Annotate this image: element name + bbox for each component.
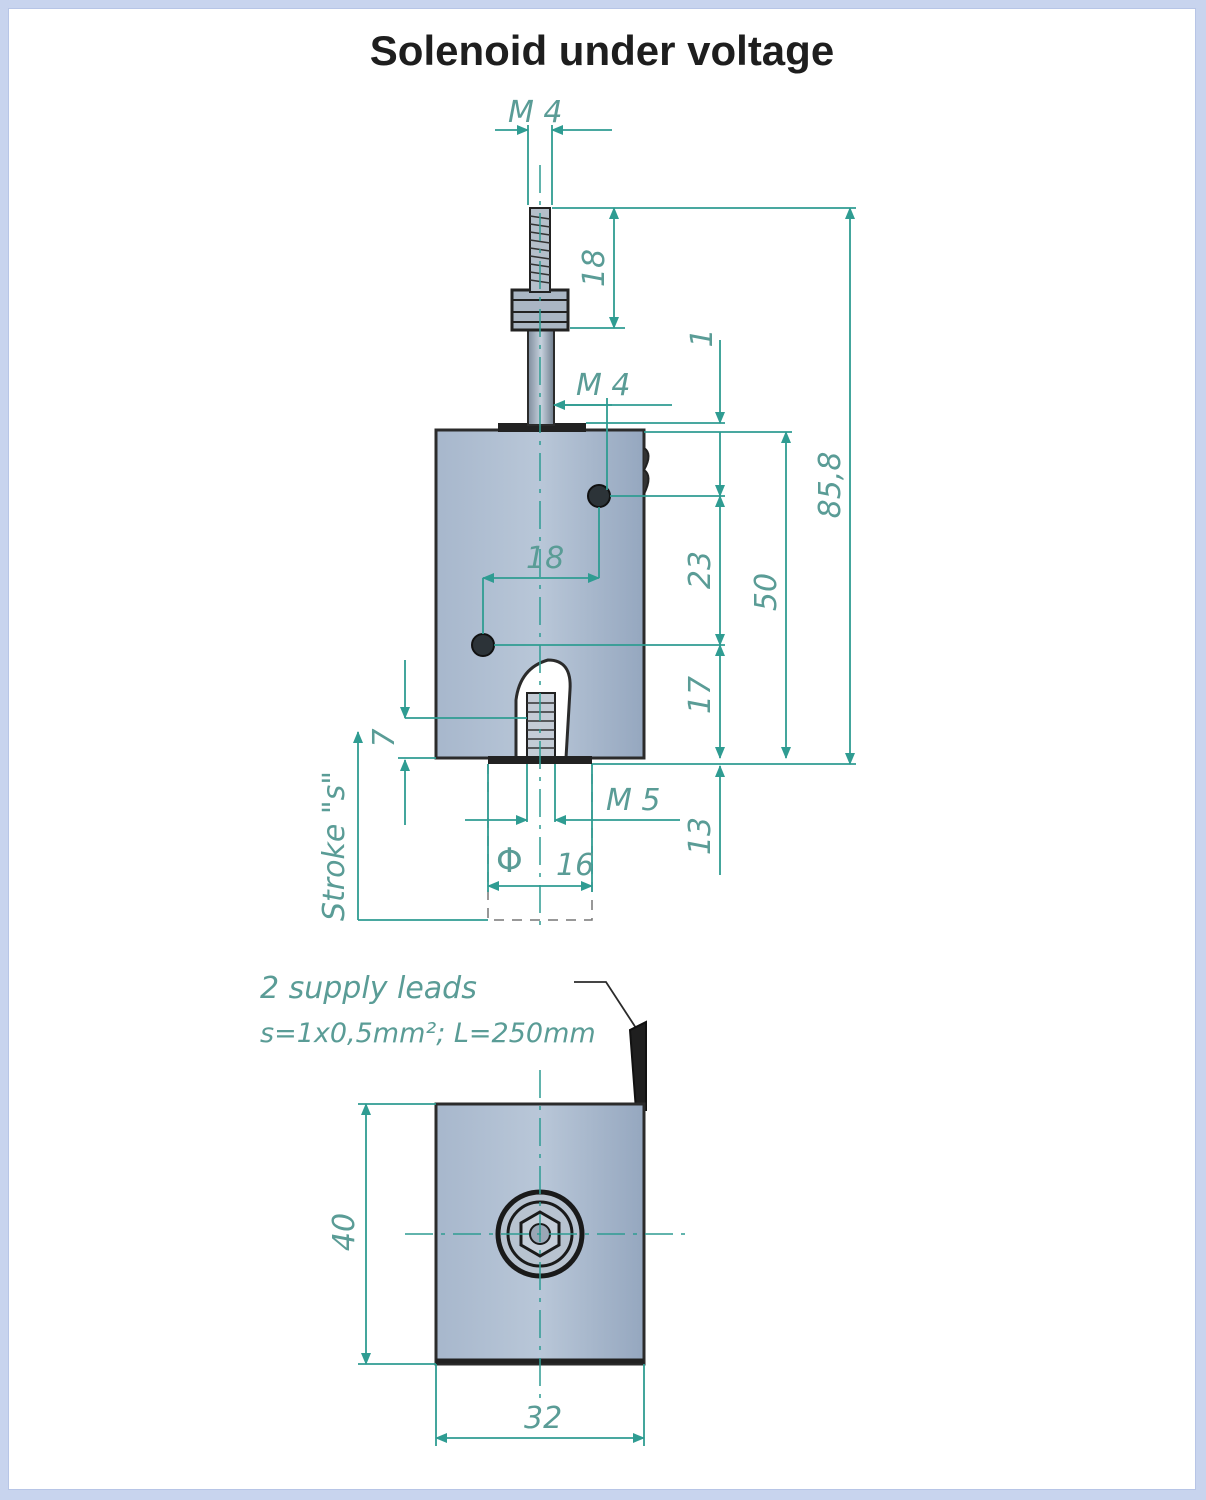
leads-leader-line <box>574 981 637 1029</box>
dim-gap-top: 1 <box>685 328 720 347</box>
dim-plunger-thread: M 4 <box>508 95 563 130</box>
dim-width: 32 <box>524 1401 562 1436</box>
mount-hole-lower <box>471 633 495 657</box>
dim-shaft-length: 13 <box>683 817 718 855</box>
side-view: M 4 18 1 M 4 85,8 18 23 50 17 7 Stroke "… <box>317 95 856 930</box>
dim-overall-length: 85,8 <box>813 452 848 519</box>
dim-thread-length: 18 <box>577 249 612 287</box>
dim-hole-spacing: 18 <box>526 541 564 576</box>
dim-mount-thread: M 4 <box>576 368 631 403</box>
lead-bump <box>642 447 650 495</box>
dim-hole-distance: 23 <box>683 551 718 589</box>
dim-stroke: Stroke "s" <box>317 771 352 921</box>
dim-bottom-offset: 7 <box>367 728 402 747</box>
supply-leads <box>628 1020 647 1111</box>
dim-diameter: 16 <box>556 848 594 883</box>
page-title: Solenoid under voltage <box>369 27 835 74</box>
plunger-rod <box>527 329 555 426</box>
dim-hole-to-bottom: 17 <box>683 676 718 714</box>
dim-height: 40 <box>327 1213 362 1251</box>
front-view: 2 supply leads s=1x0,5mm²; L=250mm 40 32 <box>260 971 690 1446</box>
top-cap <box>498 423 586 432</box>
dim-diameter-symbol: Φ <box>496 841 523 881</box>
leads-label-line1: 2 supply leads <box>260 971 477 1006</box>
dim-body-length: 50 <box>749 573 784 611</box>
leads-label-line2: s=1x0,5mm²; L=250mm <box>260 1018 596 1049</box>
dim-bottom-thread: M 5 <box>606 783 661 818</box>
